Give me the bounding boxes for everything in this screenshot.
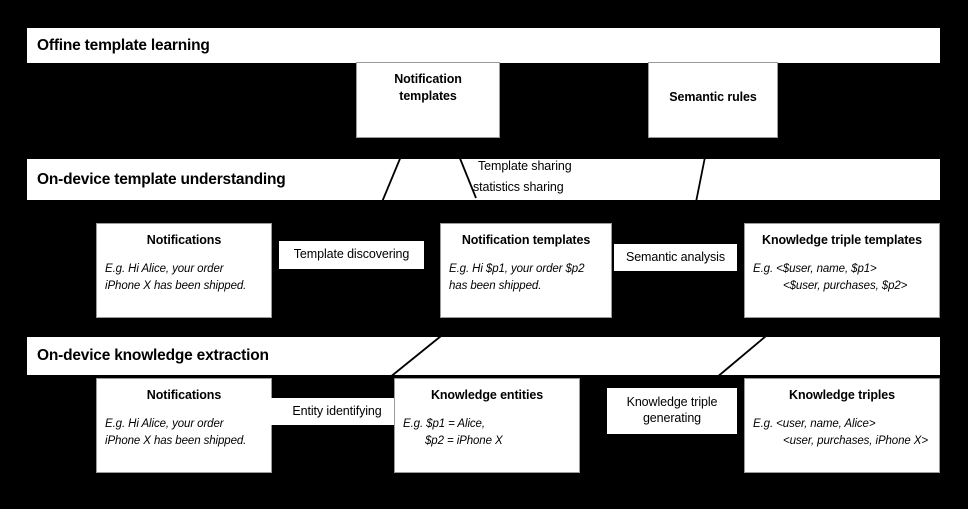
node-title-line1: Semantic rules bbox=[669, 90, 757, 104]
node-example-line2: has been shipped. bbox=[449, 280, 542, 293]
node-title: Knowledge triple templates bbox=[762, 233, 922, 247]
node-title: Knowledge triples bbox=[789, 388, 895, 402]
node-knowledge-triple-templates[interactable]: Knowledge triple templates E.g. <$user, … bbox=[744, 223, 940, 318]
node-example-line1: E.g. $p1 = Alice, bbox=[403, 417, 485, 430]
node-example-line2: <$user, purchases, $p2> bbox=[783, 280, 908, 293]
section-banner-offline-label: Offine template learning bbox=[37, 36, 210, 54]
arrowhead-template-discovering bbox=[344, 232, 360, 240]
node-title: Notification templates bbox=[365, 71, 491, 105]
node-example-line1: E.g. Hi $p1, your order $p2 bbox=[449, 262, 585, 275]
node-example-line2: iPhone X has been shipped. bbox=[105, 280, 247, 293]
section-banner-offline: Offine template learning bbox=[27, 28, 940, 63]
edge-label-text: Template discovering bbox=[293, 247, 410, 262]
section-banner-understanding-label: On-device template understanding bbox=[37, 170, 286, 188]
edge-label-text: Entity identifying bbox=[292, 403, 382, 418]
node-example-line1: E.g. Hi Alice, your order bbox=[105, 262, 224, 275]
edge-label-entity-identifying[interactable]: Entity identifying bbox=[269, 398, 405, 425]
node-example: E.g. Hi Alice, your order iPhone X has b… bbox=[105, 416, 263, 451]
node-example-line1: E.g. <$user, name, $p1> bbox=[753, 262, 877, 275]
node-example-line1: E.g. <user, name, Alice> bbox=[753, 417, 876, 430]
label-statistics-sharing: statistics sharing bbox=[473, 180, 564, 196]
label-template-sharing-text: Template sharing bbox=[478, 159, 572, 173]
node-example-line2: $p2 = iPhone X bbox=[425, 435, 503, 448]
edge-label-line1: Knowledge triple bbox=[626, 395, 718, 410]
node-notifications-2[interactable]: Notifications E.g. Hi Alice, your order … bbox=[96, 378, 272, 473]
node-example: E.g. <user, name, Alice> <user, purchase… bbox=[753, 416, 931, 451]
label-template-sharing: Template sharing bbox=[478, 159, 572, 175]
node-notification-templates-store[interactable]: Notification templates bbox=[356, 62, 500, 138]
label-statistics-sharing-text: statistics sharing bbox=[473, 180, 564, 194]
node-example-line1: E.g. Hi Alice, your order bbox=[105, 417, 224, 430]
node-notifications-1[interactable]: Notifications E.g. Hi Alice, your order … bbox=[96, 223, 272, 318]
arrowhead-entity-identifying bbox=[344, 386, 360, 394]
node-example-line2: <user, purchases, iPhone X> bbox=[783, 435, 928, 448]
node-title: Knowledge entities bbox=[430, 388, 544, 402]
edge-label-text: Semantic analysis bbox=[625, 249, 726, 264]
node-example-line2: iPhone X has been shipped. bbox=[105, 435, 247, 448]
node-title: Semantic rules bbox=[657, 89, 769, 106]
section-banner-understanding: On-device template understanding bbox=[27, 159, 940, 200]
edge-label-line2: generating bbox=[642, 411, 702, 425]
node-example: E.g. <$user, name, $p1> <$user, purchase… bbox=[753, 261, 931, 296]
node-knowledge-triples[interactable]: Knowledge triples E.g. <user, name, Alic… bbox=[744, 378, 940, 473]
node-title: Notifications bbox=[146, 233, 222, 247]
node-notification-templates[interactable]: Notification templates E.g. Hi $p1, your… bbox=[440, 223, 612, 318]
edge-label-semantic-analysis[interactable]: Semantic analysis bbox=[614, 244, 737, 271]
node-example: E.g. Hi $p1, your order $p2 has been shi… bbox=[449, 261, 603, 296]
node-title-line1: Notification bbox=[394, 72, 462, 86]
node-title-line2: templates bbox=[399, 88, 457, 103]
node-semantic-rules[interactable]: Semantic rules bbox=[648, 62, 778, 138]
node-example: E.g. Hi Alice, your order iPhone X has b… bbox=[105, 261, 263, 296]
edge-label-template-discovering[interactable]: Template discovering bbox=[279, 241, 424, 269]
node-example: E.g. $p1 = Alice, $p2 = iPhone X bbox=[403, 416, 571, 451]
edge-label-knowledge-triple-generating[interactable]: Knowledge triple generating bbox=[607, 388, 737, 434]
section-banner-extraction-label: On-device knowledge extraction bbox=[37, 347, 269, 364]
node-title: Notification templates bbox=[461, 233, 591, 247]
node-title: Notifications bbox=[146, 388, 222, 402]
section-banner-extraction: On-device knowledge extraction bbox=[27, 337, 940, 375]
node-knowledge-entities[interactable]: Knowledge entities E.g. $p1 = Alice, $p2… bbox=[394, 378, 580, 473]
